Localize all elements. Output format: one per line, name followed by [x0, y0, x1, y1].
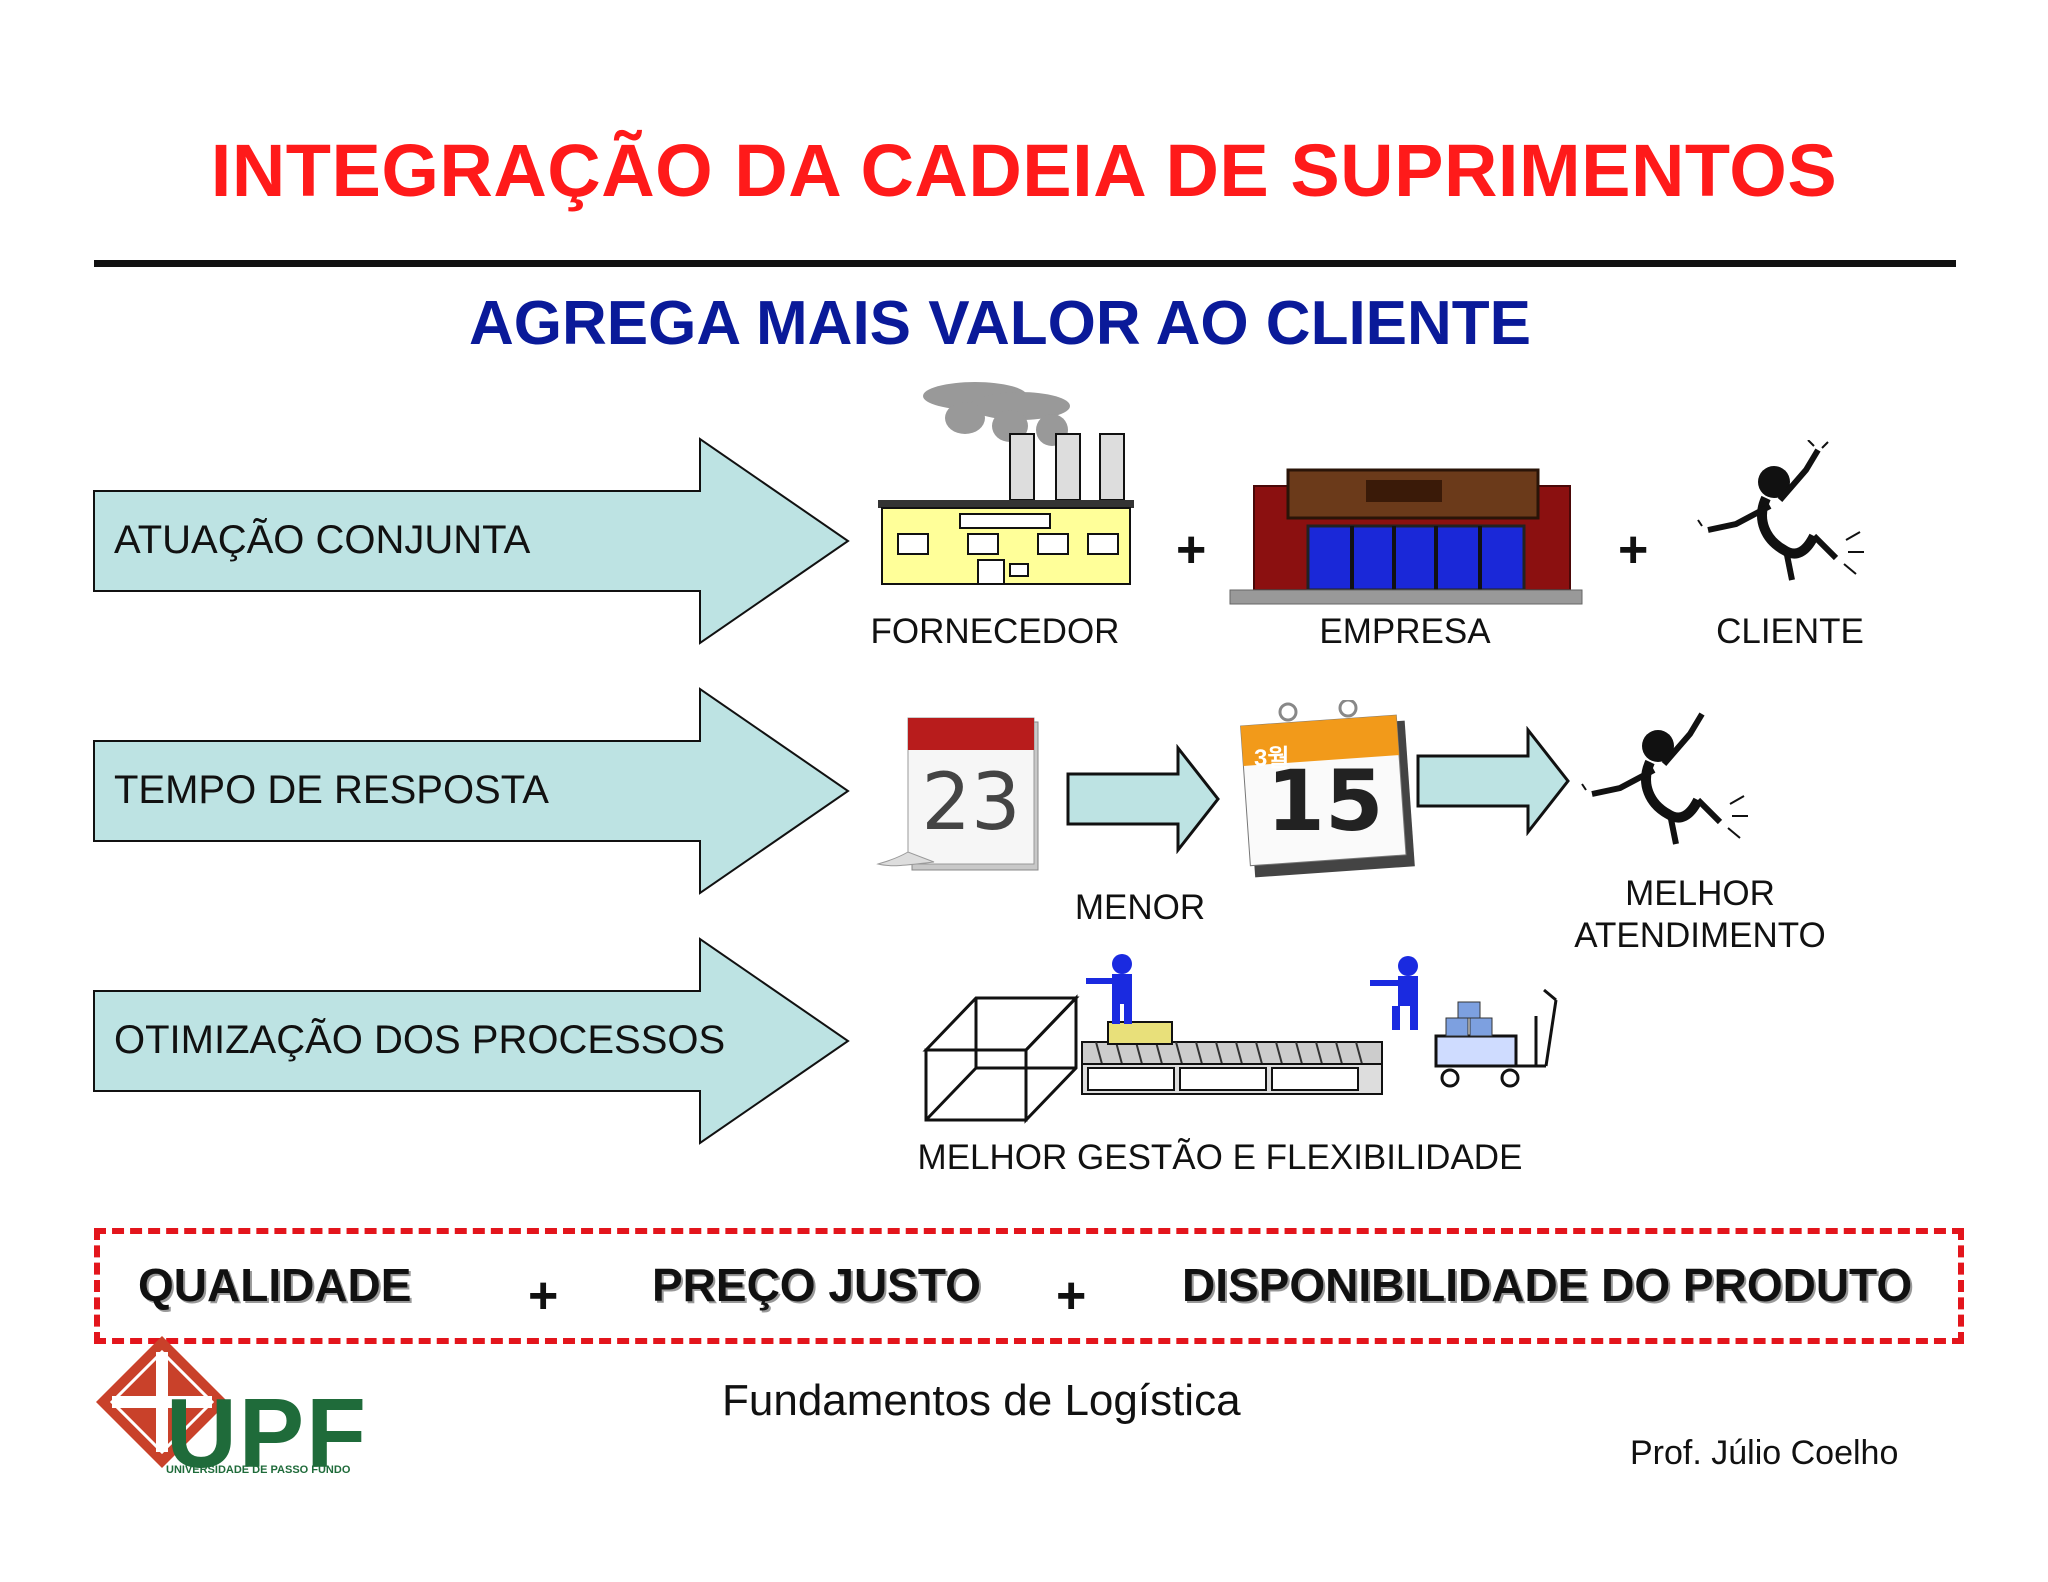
label-atendimento: ATENDIMENTO: [1574, 916, 1826, 955]
calendar-day-23: 23: [921, 758, 1021, 848]
row-label-otimizacao: OTIMIZAÇÃO DOS PROCESSOS: [114, 1018, 726, 1062]
summary-disponibilidade: DISPONIBILIDADE DO PRODUTO: [1182, 1259, 1913, 1311]
title-divider: [94, 260, 1956, 267]
plus-sign: +: [1618, 521, 1649, 579]
store-icon: [1229, 468, 1583, 605]
plus-sign: +: [1056, 1267, 1087, 1325]
upf-logo: [96, 1336, 228, 1468]
label-fornecedor: FORNECEDOR: [870, 612, 1120, 651]
arrow-atuacao: [93, 437, 850, 645]
arrow-small-2: [1416, 726, 1570, 836]
label-empresa: EMPRESA: [1319, 612, 1491, 651]
arrow-otimizacao: [93, 937, 850, 1145]
course-name: Fundamentos de Logística: [722, 1376, 1241, 1425]
calendar-icon: [1240, 700, 1415, 878]
calendar-day-15: 15: [1266, 752, 1384, 850]
factory-icon: [878, 382, 1134, 585]
summary-box: [94, 1228, 1964, 1344]
jumping-person-icon: [1697, 440, 1864, 581]
slide-title: INTEGRAÇÃO DA CADEIA DE SUPRIMENTOS: [210, 129, 1838, 212]
plus-sign: +: [1176, 521, 1207, 579]
summary-preco-justo: PREÇO JUSTO: [652, 1259, 981, 1311]
label-melhor: MELHOR: [1625, 874, 1775, 913]
summary-qualidade: QUALIDADE: [138, 1259, 412, 1311]
production-line-icon: [922, 954, 1558, 1124]
calendar-icon: [876, 717, 1039, 871]
plus-sign: +: [528, 1267, 559, 1325]
arrow-small-1: [1066, 744, 1220, 854]
arrow-tempo: [93, 687, 850, 895]
row-label-atuacao: ATUAÇÃO CONJUNTA: [114, 518, 531, 562]
slide-subtitle: AGREGA MAIS VALOR AO CLIENTE: [468, 289, 1532, 358]
label-processos-caption: MELHOR GESTÃO E FLEXIBILIDADE: [917, 1138, 1523, 1177]
row-label-tempo: TEMPO DE RESPOSTA: [114, 768, 549, 812]
professor-name: Prof. Júlio Coelho: [1630, 1434, 1899, 1472]
upf-logo-text: UPF: [166, 1378, 368, 1488]
jumping-person-icon: [1581, 712, 1748, 845]
upf-logo-subtext: UNIVERSIDADE DE PASSO FUNDO: [166, 1464, 351, 1476]
label-menor: MENOR: [1074, 888, 1206, 927]
calendar-month: 3월: [1254, 745, 1290, 772]
label-cliente: CLIENTE: [1716, 612, 1864, 651]
